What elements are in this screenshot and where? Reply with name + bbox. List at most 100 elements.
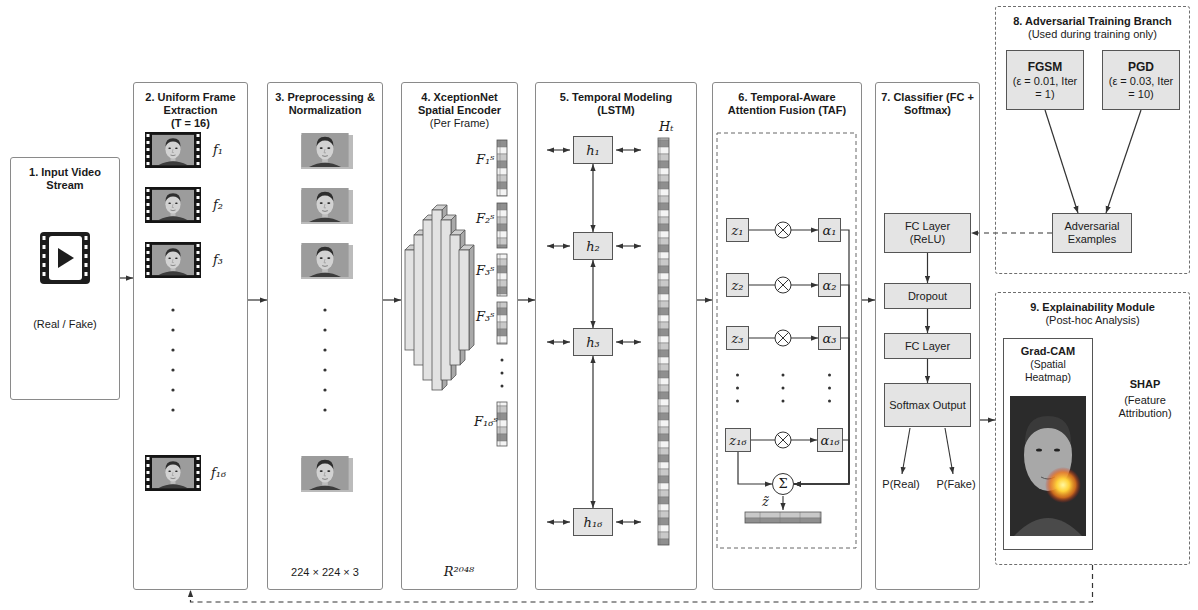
normalized-faces-part [301,133,348,167]
node-title: h₃ [586,335,600,350]
xception-stack-part [441,215,456,220]
node-subtitle: (Spatial Heatmap) [1007,358,1089,384]
dimension-label: R²⁰⁴⁸ [444,564,475,579]
video-icon-part [40,232,90,284]
feature-box: z₃ [726,326,749,350]
feature-vectors-part [501,372,504,375]
feature-box: z₂ [726,273,749,297]
method-name: SHAP [1130,378,1161,391]
frame-label: f₂ [213,197,223,212]
connector [592,260,593,328]
multiply-symbol-part [775,222,791,238]
output-arrows [902,428,953,474]
connector [120,277,133,278]
multiply-symbol-part [777,279,788,290]
node-title: Adversarial Examples [1056,220,1128,246]
connector [1045,110,1078,213]
xception-stack-part [459,245,474,250]
normalized-faces-part [301,243,348,277]
feature-vectors [497,140,507,446]
gradcam-heatmap-part [1014,518,1082,536]
node-title: z₁ [731,223,743,238]
layer-box: Softmax Output [884,383,971,427]
node-title: 3. Preprocessing & Normalization [272,91,378,117]
stage-panel: 4. XceptionNet Spatial Encoder(Per Frame… [401,82,518,590]
gradcam-heatmap-part [1010,396,1086,536]
xception-stack-part [469,245,474,350]
video-frames-part [145,242,201,278]
node-title: PGD [1128,60,1154,75]
method-box: Grad-CAM(Spatial Heatmap) [1003,338,1093,550]
node-title: 4. XceptionNet Spatial Encoder [406,91,513,117]
attention-block [717,133,856,548]
node-title: 8. Adversarial Training Branch [1013,15,1172,28]
node-title: Softmax Output [889,399,965,412]
node-title: h₁₆ [584,515,603,530]
xception-stack [405,205,474,390]
lstm-cell: h₁ [573,136,613,164]
node-subtitle: (Post-hoc Analysis) [1045,314,1139,327]
attention-block-part [782,400,785,403]
stage-panel: 6. Temporal-Aware Attention Fusion (TAF)… [712,82,862,590]
lstm-direction-arrows-part [616,245,641,246]
stage-panel: 5. Temporal Modeling (LSTM)h₁h₂h₃h₁₆ [535,82,697,590]
video-icon-part [85,263,88,267]
node-subtitle: (Real / Fake) [11,318,119,331]
connector [980,419,995,420]
attack-box: FGSM(ε = 0.01, Iter = 1) [1006,50,1084,110]
node-title: z₁₆ [729,433,746,448]
feature-vectors-part [501,385,504,388]
xception-stack-part [450,235,460,365]
stage-panel: 7. Classifier (FC + Softmax)FC Layer (Re… [875,82,980,590]
video-icon-part [43,272,46,276]
connector [1106,110,1141,213]
normalized-faces-part [323,388,326,391]
video-icon-part [85,272,88,276]
gradcam-heatmap-part [1025,416,1071,445]
attack-box: PGD(ε = 0.03, Iter = 10) [1102,50,1180,110]
xception-stack-part [432,210,442,390]
lstm-direction-arrows [547,150,641,522]
feature-vectors-part [501,359,504,362]
node-subtitle: (T = 16) [171,117,210,130]
normalized-faces [301,133,353,492]
normalized-faces-part [301,188,348,222]
node-title: z₂ [731,278,743,293]
lstm-cell: h₃ [573,328,613,356]
feature-vectors-part [497,302,507,344]
gradcam-heatmap-part [1045,467,1081,503]
connector [248,299,267,300]
node-subtitle: (ε = 0.03, Iter = 10) [1106,75,1176,101]
normalized-faces-part [323,368,326,371]
node-title: α₁₆ [820,433,839,448]
connector [518,299,535,300]
lstm-cell: h₁₆ [573,508,613,536]
sum-circle: Σ [772,473,794,495]
video-icon-part [85,254,88,258]
stage-panel: 3. Preprocessing & Normalization [267,82,383,590]
node-title: α₂ [823,278,837,293]
node-title: 2. Uniform Frame Extraction [138,91,243,117]
video-icon-part [43,236,46,240]
weight-box: α₂ [818,273,841,297]
video-frames-part [171,328,174,331]
connector [927,359,928,383]
feature-box: z₁₆ [725,428,751,452]
connector [927,253,928,283]
node-title: 7. Classifier (FC + Softmax) [880,91,975,117]
attention-block-part [745,512,821,523]
video-icon-part [49,236,82,280]
xception-stack-part [414,235,424,365]
video-icon-part [43,254,46,258]
video-frames [145,132,201,491]
connector [862,299,875,300]
multiply-symbol [775,222,791,448]
video-frames-part [171,388,174,391]
feature-vectors-part [497,402,507,446]
node-title: Dropout [908,290,947,303]
feature-vectors-part [497,140,507,196]
layer-box: FC Layer [884,333,971,359]
feature-label: F₁ˢ [476,152,495,167]
process-box: Adversarial Examples [1052,213,1132,253]
video-icon-part [58,248,74,268]
